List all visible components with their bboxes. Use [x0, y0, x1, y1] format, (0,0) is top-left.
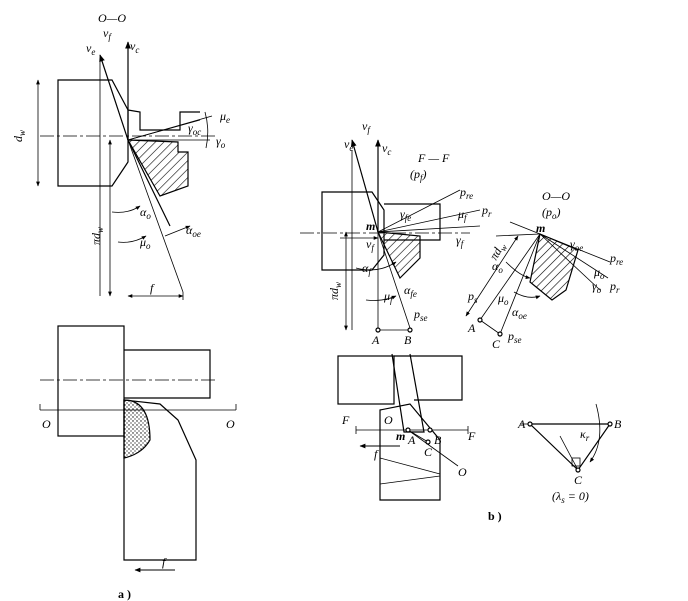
svg-text:μe: μe: [219, 109, 230, 125]
figure-a-bottom: [39, 325, 237, 573]
svg-text:αoe: αoe: [512, 305, 527, 321]
svg-text:αo: αo: [140, 205, 151, 221]
svg-text:γoc: γoc: [188, 121, 201, 137]
svg-text:γo: γo: [216, 134, 226, 150]
svg-text:αf: αf: [362, 261, 372, 277]
svg-text:m: m: [396, 429, 405, 443]
svg-text:μo: μo: [139, 235, 151, 251]
svg-text:C: C: [492, 337, 501, 351]
svg-text:μf: μf: [383, 289, 394, 305]
svg-text:C: C: [424, 445, 433, 459]
svg-text:ve: ve: [344, 137, 353, 153]
caption-b: b ): [488, 509, 502, 523]
svg-text:pse: pse: [507, 329, 522, 345]
svg-text:πdw: πdw: [89, 227, 105, 245]
figure-b-triangle: [520, 403, 613, 473]
svg-text:dw: dw: [11, 130, 27, 142]
svg-text:αo: αo: [492, 259, 503, 275]
svg-text:pre: pre: [609, 251, 623, 267]
svg-text:F: F: [467, 429, 476, 443]
svg-text:vf: vf: [366, 237, 375, 253]
figure-a-top: [36, 41, 215, 300]
figure-b-oo: [465, 221, 611, 337]
figure-b-topview: [337, 353, 469, 501]
workpiece-a: [57, 79, 129, 187]
section-o-o-a: O—O: [98, 11, 126, 25]
svg-text:m: m: [366, 219, 375, 233]
svg-text:A: A: [517, 417, 526, 431]
svg-text:(po): (po): [542, 205, 561, 221]
svg-text:μf: μf: [457, 207, 468, 223]
svg-text:μo: μo: [593, 265, 605, 281]
svg-text:C: C: [574, 473, 583, 487]
svg-text:F: F: [341, 413, 350, 427]
figure-b-oo-labels: O—O (po) m γoe pre μo γo pr πdw αo ps μo…: [467, 189, 623, 351]
chip-a: [123, 399, 151, 459]
ve-vector-a: [99, 54, 129, 141]
svg-text:pr: pr: [609, 279, 620, 295]
svg-text:ve: ve: [86, 41, 95, 57]
svg-text:B: B: [614, 417, 622, 431]
svg-text:pre: pre: [459, 185, 473, 201]
svg-text:f: f: [162, 555, 167, 569]
svg-text:αfe: αfe: [404, 283, 417, 299]
svg-text:αoe: αoe: [186, 223, 201, 239]
svg-text:ps: ps: [467, 289, 478, 305]
svg-text:γoe: γoe: [570, 237, 583, 253]
figure-b-topview-labels: F O m A B C F f O b ): [341, 413, 502, 523]
svg-text:πdw: πdw: [327, 282, 343, 300]
figure-a-bottom-labels: O O f a ): [42, 417, 235, 601]
section-o-o-b: O—O: [542, 189, 570, 203]
svg-text:O: O: [42, 417, 51, 431]
svg-text:vc: vc: [130, 39, 139, 55]
tool-section-a: [126, 139, 189, 197]
svg-text:m: m: [536, 221, 545, 235]
svg-text:πdw: πdw: [486, 240, 509, 264]
svg-text:pr: pr: [481, 203, 492, 219]
svg-text:O: O: [226, 417, 235, 431]
svg-text:vf: vf: [103, 26, 112, 42]
section-f-f: F — F: [417, 151, 450, 165]
svg-text:B: B: [404, 333, 412, 347]
svg-text:f: f: [374, 447, 379, 461]
caption-a: a ): [118, 587, 131, 601]
svg-text:O: O: [458, 465, 467, 479]
svg-text:vf: vf: [362, 119, 371, 135]
svg-text:γfe: γfe: [400, 207, 411, 223]
svg-text:A: A: [467, 321, 476, 335]
svg-text:γo: γo: [592, 279, 602, 295]
svg-text:A: A: [371, 333, 380, 347]
figure-b-ff-labels: F — F (pf) vf ve vc m γfe μf pre pr γf v…: [327, 119, 492, 347]
svg-text:μo: μo: [497, 291, 509, 307]
figure-b-ff: [300, 139, 481, 333]
svg-text:A: A: [407, 433, 416, 447]
svg-text:(pf): (pf): [410, 167, 427, 183]
svg-text:O: O: [384, 413, 393, 427]
svg-text:vc: vc: [382, 141, 391, 157]
figure-b-triangle-labels: A B C κr (λs = 0): [517, 417, 622, 505]
svg-text:B: B: [434, 433, 442, 447]
svg-text:γf: γf: [456, 233, 465, 249]
svg-text:κr: κr: [580, 427, 590, 443]
figure-a-top-labels: O—O vf ve vc dw πdw γoc μe γo αo αoe μo …: [11, 11, 230, 295]
svg-text:pse: pse: [413, 307, 428, 323]
svg-text:(λs = 0): (λs = 0): [552, 489, 589, 505]
svg-text:f: f: [150, 281, 155, 295]
